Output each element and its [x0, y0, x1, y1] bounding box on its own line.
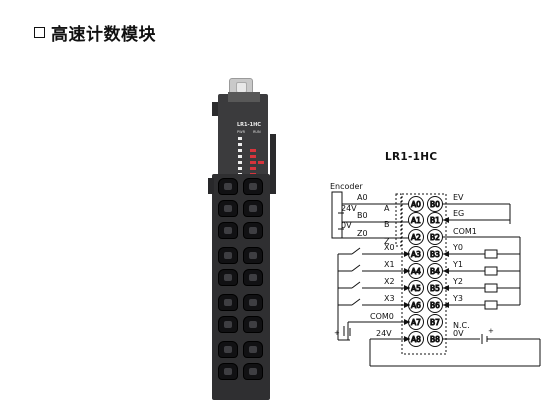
right-label-y3: Y3 [452, 294, 463, 303]
terminal-pair [218, 293, 264, 312]
right-pin-label: B7 [430, 318, 440, 327]
terminal-pair [218, 362, 264, 381]
encoder-label: Encoder [330, 182, 363, 191]
encoder-wire-a0: A0 [357, 193, 368, 202]
section-heading: 高速计数模块 [34, 20, 156, 45]
right-pin-circle [427, 263, 443, 279]
module-device-image: LR1-1HC PWR RUN [208, 78, 276, 400]
left-pin-circle [408, 196, 424, 212]
right-pin-circle [427, 280, 443, 296]
left-pin-label: A5 [411, 284, 421, 293]
terminal-pair [218, 268, 264, 287]
module-label-strip: LR1-1HC PWR RUN [237, 122, 271, 180]
right-label-0v: 0V [453, 329, 464, 338]
right-pin-label: B6 [430, 301, 440, 310]
encoder-pin-b: B [384, 220, 390, 229]
left-pin-label: A1 [411, 216, 421, 225]
led-row [237, 161, 271, 165]
input-common-label: COM0 [370, 312, 394, 321]
encoder-pin-z: Z [384, 237, 390, 246]
input-supply-label: 24V [376, 329, 392, 338]
led-row [237, 137, 271, 141]
encoder-wire-z0: Z0 [357, 229, 368, 238]
right-pin-circle [427, 331, 443, 347]
input-label-x3: X3 [384, 294, 395, 303]
checkbox-square-icon [34, 27, 45, 38]
right-pin-label: B8 [430, 335, 440, 344]
right-pin-label: B5 [430, 284, 440, 293]
input-label-x1: X1 [384, 260, 395, 269]
led-row [237, 155, 271, 159]
terminal-pair [218, 246, 264, 265]
left-pin-circle [408, 212, 424, 228]
right-pin-circle [427, 246, 443, 262]
right-label-com1: COM1 [453, 227, 477, 236]
right-pin-label: B4 [430, 267, 440, 276]
encoder-pin-a: A [384, 204, 390, 213]
terminal-pair [218, 199, 264, 218]
left-pin-label: A0 [411, 200, 421, 209]
right-label-ev: EV [453, 193, 464, 202]
left-pin-label: A8 [411, 335, 421, 344]
terminal-pair [218, 221, 264, 240]
right-pin-circle [427, 196, 443, 212]
left-pin-circle [408, 229, 424, 245]
led-row [237, 149, 271, 153]
left-pin-label: A4 [411, 267, 421, 276]
right-label-y0: Y0 [452, 243, 463, 252]
pwr-led-label: PWR [237, 130, 246, 134]
module-model-label: LR1-1HC [237, 122, 261, 128]
encoder-wire-b0: B0 [357, 211, 368, 220]
terminal-pair [218, 177, 264, 196]
right-pin-label: B3 [430, 250, 440, 259]
left-pin-label: A3 [411, 250, 421, 259]
right-pin-circle [427, 229, 443, 245]
run-led-label: RUN [253, 130, 261, 134]
page-title: 高速计数模块 [51, 25, 156, 45]
plus-sign-right: + [488, 327, 494, 335]
left-pin-label: A6 [411, 301, 421, 310]
right-label-y1: Y1 [452, 260, 463, 269]
right-pin-circle [427, 297, 443, 313]
led-row [237, 143, 271, 147]
left-pin-label: A7 [411, 318, 421, 327]
right-label-nc: N.C. [453, 321, 470, 330]
encoder-supply-24v: 24V [341, 204, 357, 213]
right-pin-label: B2 [430, 233, 440, 242]
right-pin-label: B1 [430, 216, 440, 225]
input-label-x2: X2 [384, 277, 395, 286]
terminal-pair [218, 315, 264, 334]
wiring-diagram-title: LR1-1HC [385, 151, 438, 163]
right-pin-label: B0 [430, 200, 440, 209]
led-row [237, 167, 271, 171]
module-upper-housing: LR1-1HC PWR RUN [212, 92, 276, 194]
input-label-x0: X0 [384, 243, 395, 252]
right-label-eg: EG [453, 209, 464, 218]
right-pin-circle [427, 212, 443, 228]
terminal-block [208, 174, 270, 400]
encoder-supply-0v: 0V [341, 221, 352, 230]
right-label-y2: Y2 [452, 277, 463, 286]
right-pin-circle [427, 314, 443, 330]
plus-sign-left: + [334, 329, 340, 337]
terminal-pair [218, 340, 264, 359]
left-pin-label: A2 [411, 233, 421, 242]
